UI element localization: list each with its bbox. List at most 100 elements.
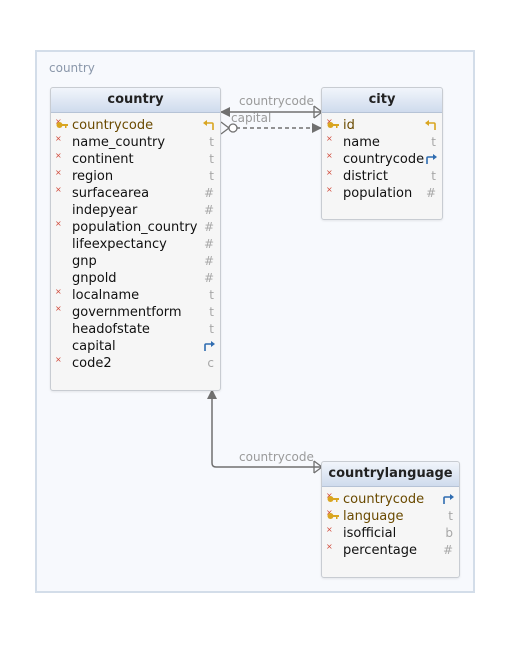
field-name: id: [343, 118, 355, 133]
field-type: #: [203, 237, 214, 251]
field-row[interactable]: × isofficial b: [322, 525, 459, 542]
field-row[interactable]: × continent t: [51, 151, 220, 168]
field-row[interactable]: lifeexpectancy #: [51, 236, 220, 253]
field-name: surfacearea: [72, 186, 150, 201]
field-row[interactable]: × countrycode: [322, 151, 442, 168]
required-icon: ×: [326, 185, 333, 194]
relation-label-countrylanguage-countrycode: countrycode: [239, 450, 314, 464]
field-row[interactable]: indepyear #: [51, 202, 220, 219]
field-name: countrycode: [72, 118, 154, 133]
field-type: #: [203, 220, 214, 234]
field-type: t: [209, 288, 214, 302]
field-name: localname: [72, 288, 140, 303]
crowfoot-city-end: [313, 105, 323, 119]
field-row[interactable]: gnpold #: [51, 270, 220, 287]
field-name: population: [343, 186, 413, 201]
field-row[interactable]: × name t: [322, 134, 442, 151]
field-name: language: [343, 509, 404, 524]
field-type: t: [448, 509, 453, 523]
field-row[interactable]: × governmentform t: [51, 304, 220, 321]
field-row[interactable]: ×population_country#: [51, 219, 220, 236]
required-icon: ×: [55, 117, 62, 126]
field-row[interactable]: × countrycode: [322, 491, 459, 508]
field-type: t: [431, 169, 436, 183]
field-row[interactable]: × percentage #: [322, 542, 459, 559]
required-icon: ×: [55, 151, 62, 160]
field-name: indepyear: [72, 203, 138, 218]
entity-header-city[interactable]: city: [322, 88, 442, 113]
field-name: district: [343, 169, 388, 184]
field-type: #: [203, 271, 214, 285]
field-row[interactable]: × language t: [322, 508, 459, 525]
field-name: name_country: [72, 135, 166, 150]
field-name: region: [72, 169, 114, 184]
field-name: isofficial: [343, 526, 397, 541]
field-type: #: [203, 254, 214, 268]
required-icon: ×: [55, 287, 62, 296]
relation-label-city-countrycode: countrycode: [239, 94, 314, 108]
field-type: t: [209, 305, 214, 319]
field-type: t: [209, 169, 214, 183]
field-row[interactable]: gnp #: [51, 253, 220, 270]
field-row[interactable]: × region t: [51, 168, 220, 185]
field-name: governmentform: [72, 305, 182, 320]
required-icon: ×: [326, 508, 333, 517]
field-row[interactable]: × name_country t: [51, 134, 220, 151]
field-name: gnpold: [72, 271, 117, 286]
field-row[interactable]: × countrycode: [51, 117, 220, 134]
field-type: b: [445, 526, 453, 540]
field-row[interactable]: × localname t: [51, 287, 220, 304]
required-icon: ×: [55, 168, 62, 177]
required-icon: ×: [326, 491, 333, 500]
required-icon: ×: [55, 304, 62, 313]
crowfoot-capital-end: [220, 121, 238, 135]
crowfoot-countrylanguage-end: [313, 460, 323, 474]
field-type: t: [431, 135, 436, 149]
required-icon: ×: [326, 542, 333, 551]
required-icon: ×: [326, 525, 333, 534]
field-name: lifeexpectancy: [72, 237, 167, 252]
group-label: country: [49, 61, 95, 75]
relation-label-capital: capital: [231, 111, 272, 125]
field-type: t: [209, 152, 214, 166]
required-icon: ×: [55, 185, 62, 194]
countrylanguage-country-relation-line: [207, 389, 322, 468]
field-name: continent: [72, 152, 134, 167]
required-icon: ×: [326, 168, 333, 177]
field-name: percentage: [343, 543, 418, 558]
field-list: × countrycode × language t × isofficial b × perce…: [322, 487, 459, 559]
entity-header-country[interactable]: country: [51, 88, 220, 113]
field-type: #: [203, 186, 214, 200]
field-name: code2: [72, 356, 112, 371]
field-type: t: [209, 322, 214, 336]
required-icon: ×: [326, 134, 333, 143]
field-type: #: [425, 186, 436, 200]
required-icon: ×: [55, 134, 62, 143]
field-type: c: [207, 356, 214, 370]
field-name: countrycode: [343, 492, 425, 507]
field-row[interactable]: ×id: [322, 117, 442, 134]
field-type: #: [442, 543, 453, 557]
field-name: gnp: [72, 254, 97, 269]
field-name: capital: [72, 339, 116, 354]
field-name: headofstate: [72, 322, 150, 337]
required-icon: ×: [55, 219, 62, 228]
field-row[interactable]: capital: [51, 338, 220, 355]
required-icon: ×: [326, 151, 333, 160]
field-type: #: [203, 203, 214, 217]
field-row[interactable]: × district t: [322, 168, 442, 185]
field-row[interactable]: × population #: [322, 185, 442, 202]
entity-countrylanguage[interactable]: countrylanguage × countrycode × language t × i…: [321, 461, 460, 578]
field-type: t: [209, 135, 214, 149]
field-name: name: [343, 135, 380, 150]
field-row[interactable]: headofstate t: [51, 321, 220, 338]
entity-header-countrylanguage[interactable]: countrylanguage: [322, 462, 459, 487]
field-row[interactable]: × surfacearea #: [51, 185, 220, 202]
field-name: countrycode: [343, 152, 425, 167]
